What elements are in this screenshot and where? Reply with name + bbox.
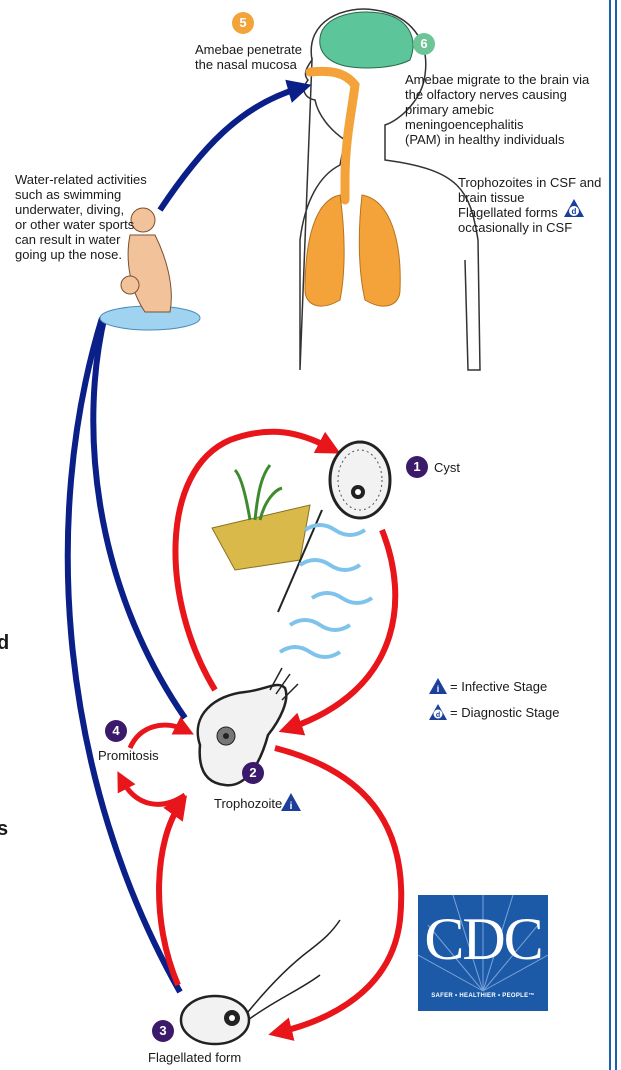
cdc-logo: CDC SAFER • HEALTHIER • PEOPLE™ bbox=[418, 895, 548, 1011]
cdc-letters: CDC bbox=[418, 905, 548, 974]
legend-diagnostic-label: = Diagnostic Stage bbox=[450, 705, 559, 720]
step-5-text: Amebae penetrate the nasal mucosa bbox=[195, 42, 335, 72]
legend-diagnostic-icon: d bbox=[428, 703, 448, 721]
cut-text-d: d bbox=[0, 632, 9, 655]
step-1-badge: 1 bbox=[406, 456, 428, 478]
left-lung bbox=[305, 195, 344, 306]
red-arrow-promitosis-bottom bbox=[122, 780, 185, 804]
step-4-badge: 4 bbox=[105, 720, 127, 742]
step-3-badge: 3 bbox=[152, 1020, 174, 1042]
cut-text-s: s bbox=[0, 818, 8, 841]
red-arrow-trophozoite-to-flagellated bbox=[275, 748, 401, 1032]
step-6-badge: 6 bbox=[413, 33, 435, 55]
svg-text:d: d bbox=[436, 712, 440, 719]
legend-infective-label: = Infective Stage bbox=[450, 679, 547, 694]
legend-infective-icon: i bbox=[428, 677, 448, 695]
blue-arrow-to-flagellated bbox=[68, 318, 180, 992]
blue-arrow-to-trophozoite bbox=[93, 315, 185, 718]
red-arrow-promitosis-top bbox=[130, 725, 185, 748]
cyst-organism bbox=[330, 442, 390, 518]
cdc-tagline: SAFER • HEALTHIER • PEOPLE™ bbox=[418, 993, 548, 999]
diagnostic-stage-icon: d bbox=[563, 198, 585, 218]
water-activity-text: Water-related activities such as swimmin… bbox=[15, 172, 150, 262]
step-2-badge: 2 bbox=[242, 762, 264, 784]
svg-text:d: d bbox=[572, 207, 577, 216]
page-frame-border bbox=[609, 0, 617, 1070]
right-lung bbox=[359, 195, 400, 306]
step-4-label: Promitosis bbox=[98, 748, 159, 763]
step-1-label: Cyst bbox=[434, 460, 460, 475]
step-2-label: Trophozoite bbox=[214, 796, 282, 811]
step-5-badge: 5 bbox=[232, 12, 254, 34]
infective-stage-icon: i bbox=[280, 792, 302, 812]
blue-arrow-to-nose bbox=[160, 88, 300, 210]
svg-text:i: i bbox=[290, 801, 293, 812]
nasal-pathway bbox=[310, 71, 355, 200]
svg-text:i: i bbox=[437, 684, 440, 694]
diagnostic-note: Trophozoites in CSF and brain tissue Fla… bbox=[458, 175, 608, 235]
step-3-label: Flagellated form bbox=[148, 1050, 241, 1065]
child-head bbox=[121, 276, 139, 294]
plant bbox=[235, 465, 282, 520]
step-6-text: Amebae migrate to the brain via the olfa… bbox=[405, 72, 610, 147]
